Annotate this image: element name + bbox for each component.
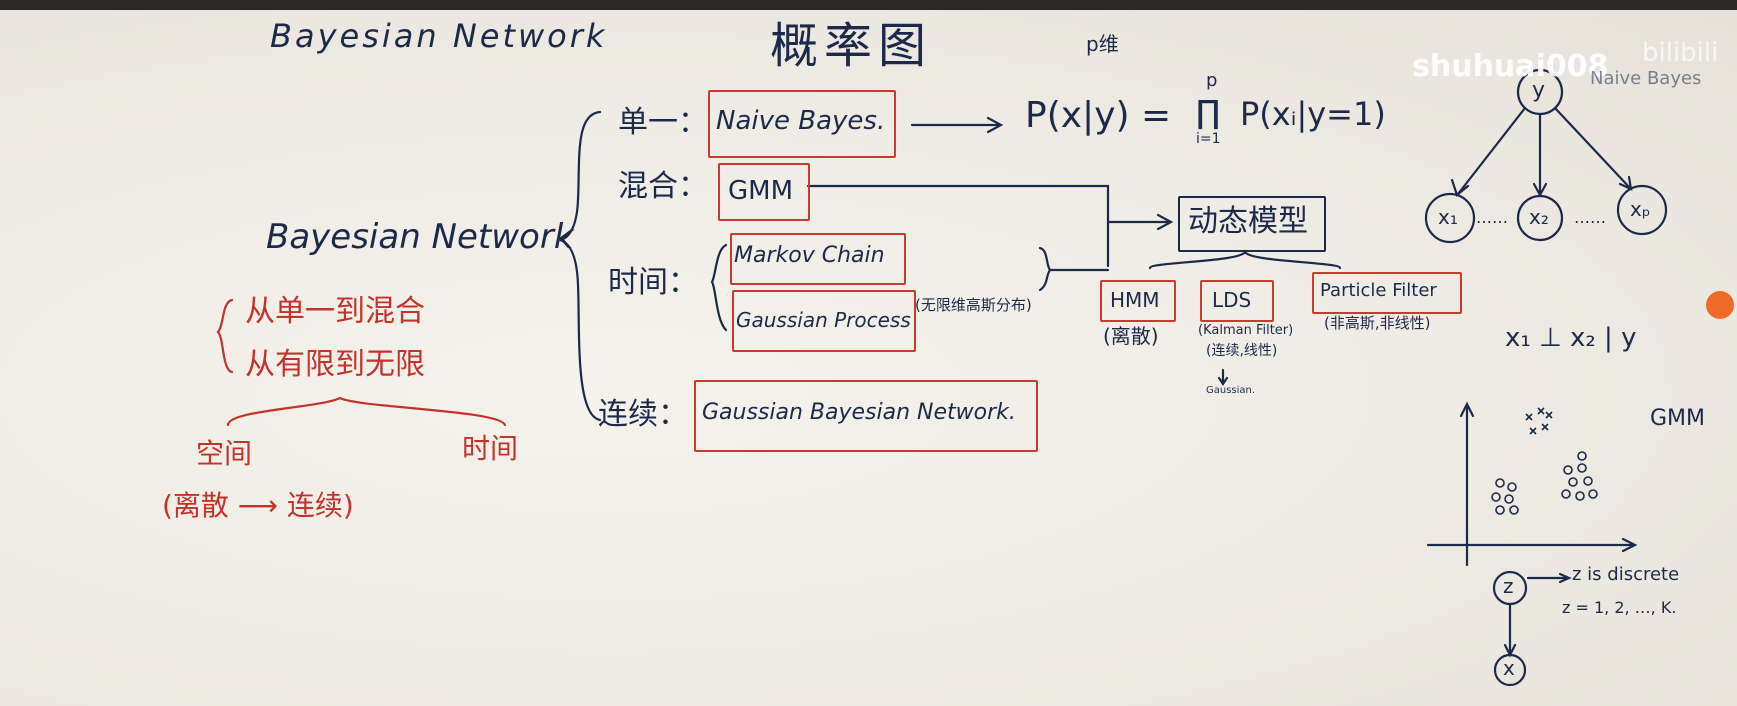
formula-rhs: P(xᵢ|y=1) <box>1240 95 1386 133</box>
gmm-axis-y <box>1459 401 1475 567</box>
z-values-note: z = 1, 2, …, K. <box>1562 598 1677 617</box>
dynamic-brace <box>1148 249 1342 270</box>
hmm-note: (离散) <box>1103 324 1159 348</box>
formula-lhs: P(x|y) = <box>1025 95 1172 136</box>
lds-note-kalman: (Kalman Filter) <box>1198 323 1294 338</box>
node-x-label: x <box>1503 656 1515 680</box>
gmm-graph-label: GMM <box>1650 406 1706 431</box>
lds-label: LDS <box>1212 288 1252 312</box>
main-brace <box>559 110 602 422</box>
whiteboard <box>0 10 1737 706</box>
formula-prod-bottom: i=1 <box>1196 131 1221 147</box>
trend-single-to-mixture: 从单一到混合 <box>245 294 425 329</box>
category-single: 单一： <box>618 105 708 140</box>
magnet <box>1706 291 1734 319</box>
dynamic-arrow <box>1106 213 1174 231</box>
gmm-box <box>718 163 810 221</box>
particle-filter-box <box>1312 272 1462 314</box>
gaussian-process-label: Gaussian Process <box>736 308 911 332</box>
lds-note-linear: (连续,线性) <box>1206 343 1278 359</box>
independence-statement: x₁ ⊥ x₂ | y <box>1505 323 1637 353</box>
time-label: 时间 <box>462 432 519 465</box>
watermark-handle: shuhuai008 <box>1412 49 1609 84</box>
lds-box <box>1200 280 1274 322</box>
space-label: 空间 <box>196 437 253 470</box>
node-xp-label: xₚ <box>1630 197 1651 221</box>
hmm-box <box>1100 280 1176 322</box>
dynamic-model-box <box>1178 196 1326 252</box>
z-discrete-note: z is discrete <box>1572 564 1680 585</box>
formula-prod: ∏ <box>1196 93 1221 131</box>
bilibili-logo: bilibili <box>1642 38 1719 68</box>
title-zh: 概率图 <box>770 18 933 74</box>
node-z-label: z <box>1503 574 1514 598</box>
title-en: Bayesian Network <box>270 17 608 55</box>
gmm-connector <box>806 184 1110 268</box>
gbn-box <box>694 380 1038 452</box>
node-x2-label: x₂ <box>1529 205 1549 229</box>
gmm-scatter-points <box>1491 407 1598 515</box>
gaussian-process-box <box>732 290 916 352</box>
trend-finite-to-infinite: 从有限到无限 <box>245 347 425 382</box>
space-note: (离散 ⟶ 连续) <box>162 489 354 522</box>
markov-chain-box <box>730 233 906 285</box>
naive-bayes-box <box>708 90 896 158</box>
gmm-label: GMM <box>728 176 794 206</box>
node-x1 <box>1424 192 1476 244</box>
node-dots-right: …… <box>1574 208 1606 227</box>
node-xp <box>1616 184 1668 236</box>
formula-dim-note: p维 <box>1086 32 1119 56</box>
gbn-label: Gaussian Bayesian Network. <box>702 400 1016 425</box>
formula-prod-top: p <box>1206 70 1218 91</box>
node-y-label: y <box>1532 78 1546 103</box>
hmm-label: HMM <box>1110 288 1160 312</box>
gaussian-process-note: (无限维高斯分布) <box>915 296 1032 314</box>
space-time-brace <box>226 396 507 427</box>
naive-bayes-label: Naive Bayes. <box>716 106 886 136</box>
dynamic-model-label: 动态模型 <box>1188 204 1308 239</box>
category-continuous: 连续： <box>598 397 688 432</box>
lds-note-gaussian: Gaussian. <box>1206 385 1256 396</box>
time-brace <box>710 243 728 332</box>
gmm-axis-x <box>1426 537 1638 553</box>
time-right-brace <box>1038 246 1052 292</box>
trend-brace <box>216 298 234 374</box>
node-x1-label: x₁ <box>1438 205 1458 229</box>
naive-bayes-graph-label: Naive Bayes <box>1590 68 1702 89</box>
particle-filter-note: (非高斯,非线性) <box>1324 314 1431 332</box>
node-dots-left: …… <box>1476 208 1508 227</box>
category-mixture: 混合： <box>618 169 708 204</box>
particle-filter-label: Particle Filter <box>1320 280 1437 301</box>
markov-chain-label: Markov Chain <box>734 243 885 268</box>
category-time: 时间： <box>608 265 698 300</box>
bayesian-network-label: Bayesian Network <box>266 217 574 257</box>
naive-bayes-arrow <box>910 116 1004 134</box>
